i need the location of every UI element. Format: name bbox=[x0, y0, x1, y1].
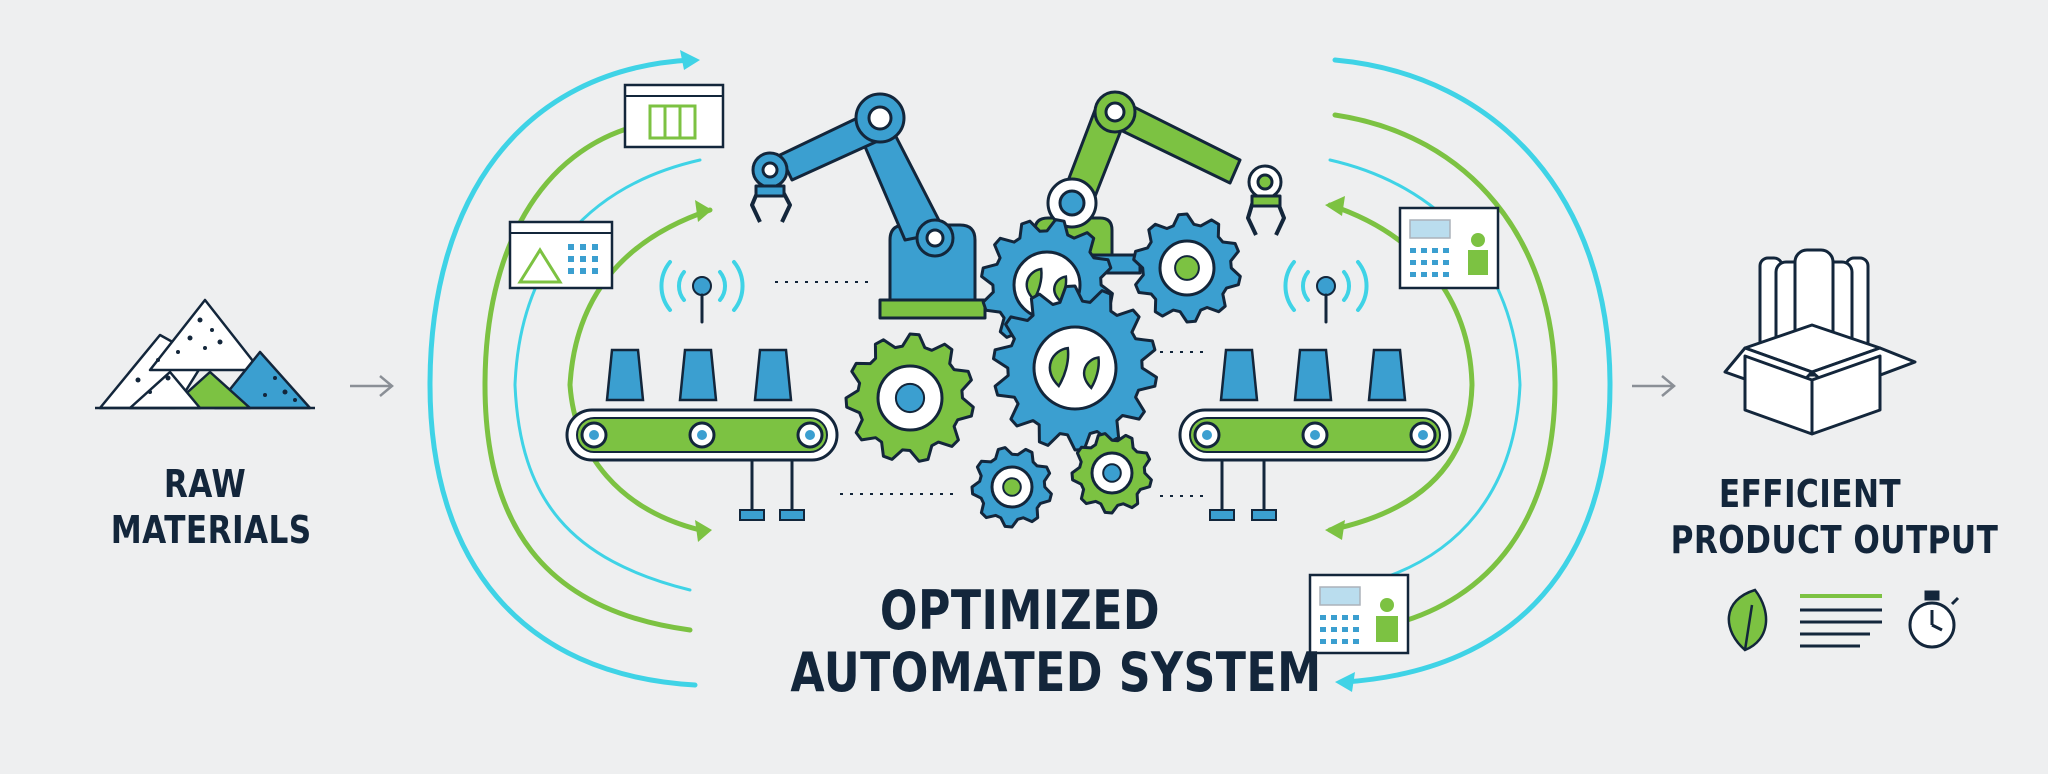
dashboard-screen-icon bbox=[1398, 206, 1500, 290]
stopwatch-icon bbox=[1908, 590, 1960, 649]
conveyor-belt-icon bbox=[1178, 348, 1452, 521]
automated-system-label: OPTIMIZED AUTOMATED SYSTEM bbox=[790, 579, 1322, 705]
gear-icon bbox=[844, 332, 975, 463]
leaf-icon bbox=[1727, 588, 1768, 652]
open-box-products-icon bbox=[1723, 248, 1917, 436]
raw-materials-label: RAW MATERIALS bbox=[110, 462, 312, 552]
gear-icon bbox=[1132, 212, 1242, 324]
gear-icon bbox=[970, 446, 1053, 529]
dashboard-screen-icon bbox=[623, 83, 725, 149]
gear-icon bbox=[1070, 432, 1153, 515]
arrow-right-icon bbox=[350, 375, 394, 397]
product-output-label: EFFICIENT PRODUCT OUTPUT bbox=[1670, 472, 1999, 562]
raw-materials-pile-icon bbox=[95, 298, 315, 410]
leaf-icon bbox=[1025, 267, 1043, 302]
wireless-signal-icon bbox=[659, 260, 745, 324]
leaf-icon bbox=[1048, 346, 1070, 389]
wireless-signal-icon bbox=[1283, 260, 1369, 324]
leaf-icon bbox=[1082, 356, 1100, 390]
gear-icon bbox=[992, 284, 1158, 452]
document-lines-icon bbox=[1800, 594, 1882, 648]
dashboard-screen-icon bbox=[1308, 573, 1410, 655]
cycle-arrows-icon bbox=[427, 50, 713, 688]
robotic-arm-icon bbox=[750, 92, 987, 320]
dashboard-screen-icon bbox=[508, 220, 614, 290]
arrow-right-icon bbox=[1632, 375, 1676, 397]
conveyor-belt-icon bbox=[565, 348, 839, 521]
